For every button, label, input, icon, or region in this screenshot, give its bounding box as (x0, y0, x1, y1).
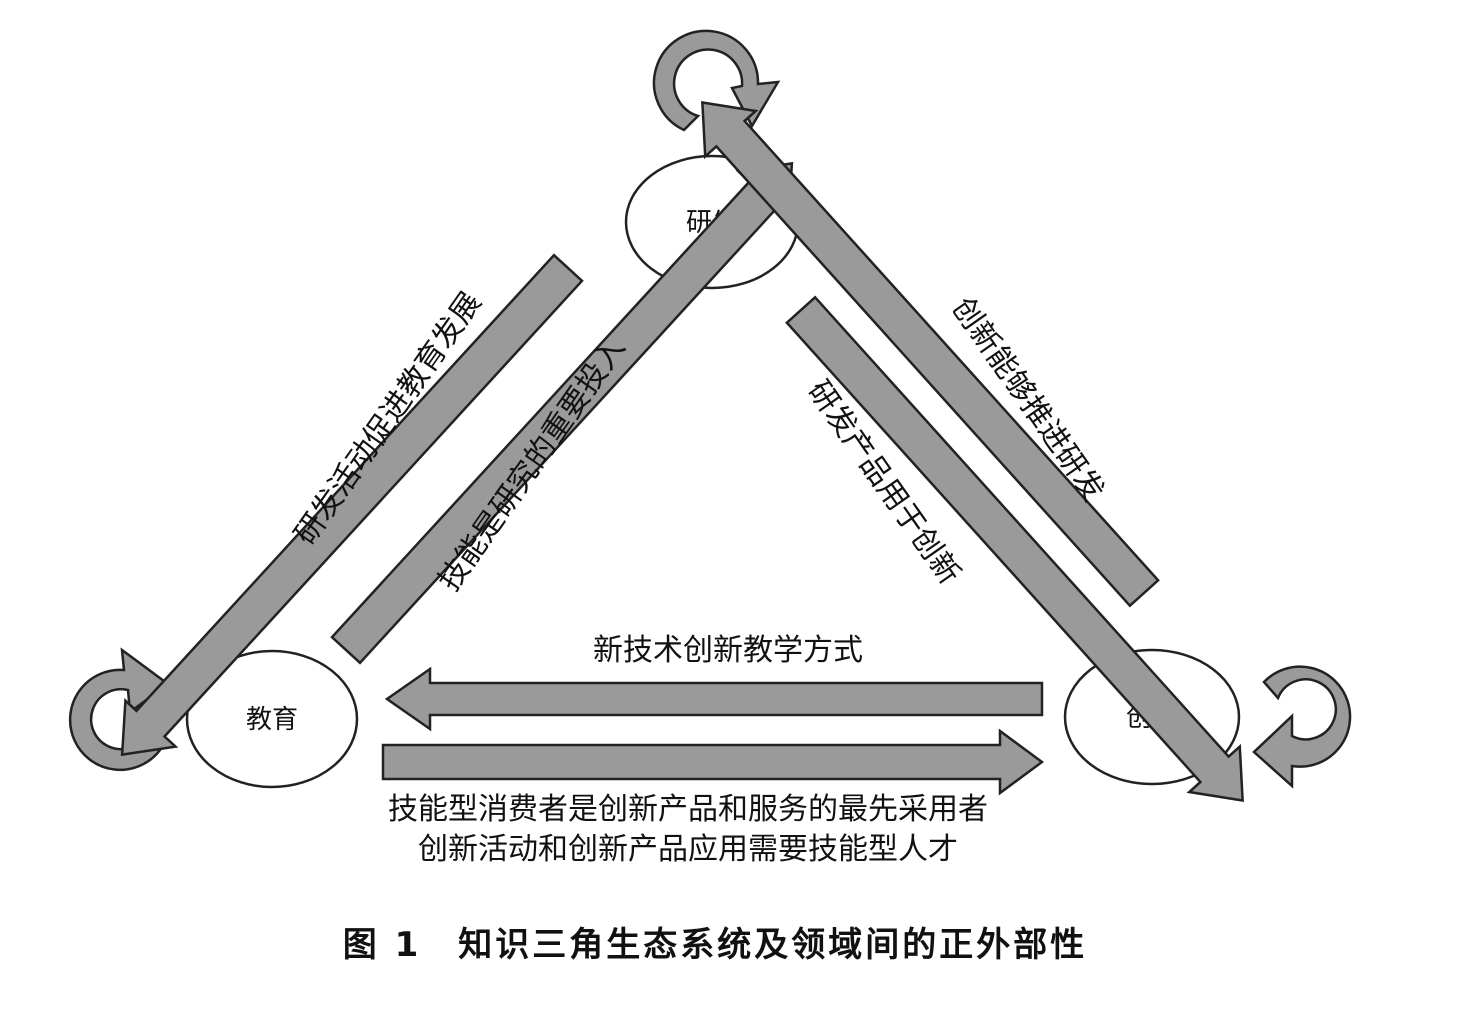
figure-caption: 图 1 知识三角生态系统及领域间的正外部性 (343, 925, 1088, 965)
label-edu-to-innov-line1: 技能型消费者是创新产品和服务的最先采用者 (388, 792, 988, 827)
label-innov-to-edu: 新技术创新教学方式 (593, 633, 863, 668)
arrow-innov-to-edu (384, 666, 1044, 732)
node-edu: 教育 (185, 649, 359, 789)
rd-self-loop-icon (652, 29, 781, 132)
node-edu-label: 教育 (246, 705, 298, 735)
arrow-edu-to-innov (381, 728, 1045, 796)
innov-self-loop-icon (1252, 665, 1352, 789)
label-edu-to-innov-line2: 创新活动和创新产品应用需要技能型人才 (418, 832, 958, 867)
